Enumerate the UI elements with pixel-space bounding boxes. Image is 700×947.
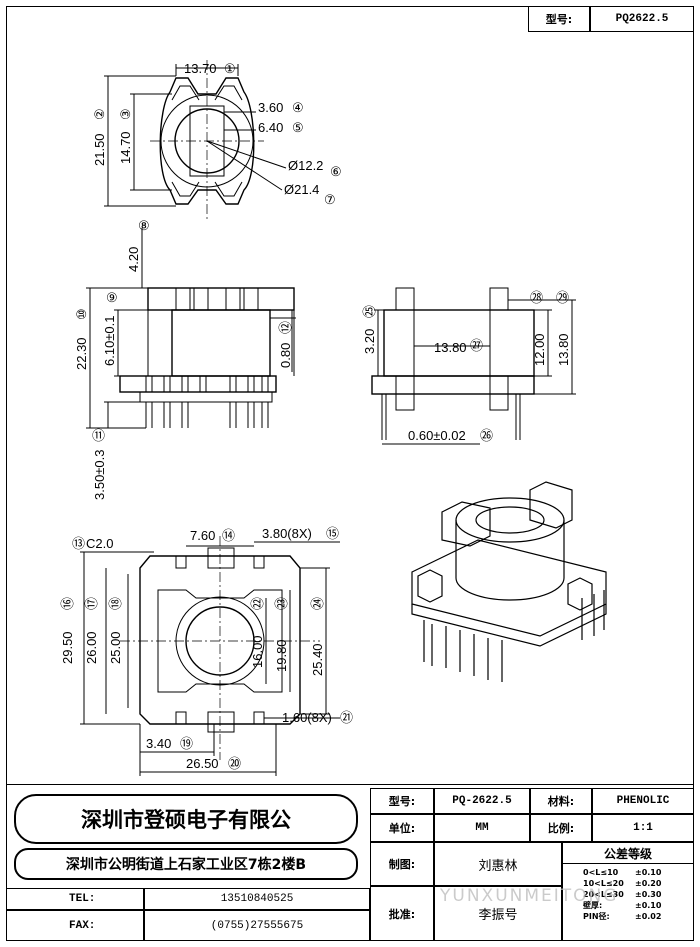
tb-scale-value: 1:1 (592, 814, 694, 842)
dim-side-inner: 13.80 (434, 340, 467, 355)
tel-label: TEL: (6, 888, 144, 910)
dim-front-htotal-n: ⑩ (74, 308, 89, 320)
tolerance-row: 20<L≤30±0.30 (583, 890, 662, 899)
dim-side-pin-n: ㉖ (480, 428, 493, 443)
dim-top-h-outer: 21.50 (92, 133, 107, 166)
bottom-view (80, 536, 340, 776)
engineering-drawing: 13.70 ① 21.50 ② 14.70 ③ 3.60 ④ 6.40 ⑤ Ø1… (60, 60, 607, 776)
dim-bot-h2: 26.00 (84, 631, 99, 664)
dim-bot-pitch: 3.80(8X) (262, 526, 312, 541)
dim-front-t: 0.80 (278, 343, 293, 368)
dim-bot-h3: 25.00 (108, 631, 123, 664)
dim-side-h1-n: ㉘ (530, 290, 543, 305)
dim-side-inner-n: ㉗ (470, 338, 483, 353)
tolerance-row: 0<L≤10±0.10 (583, 868, 662, 877)
dim-front-t-n: ⑫ (278, 321, 293, 334)
dim-top-h-outer-n: ② (92, 108, 107, 120)
dim-side-h2: 13.80 (556, 333, 571, 366)
top-view (104, 60, 287, 222)
dim-bot-chamfer-n: ⑬ (72, 536, 85, 551)
dim-bot-gap-n: ⑭ (222, 528, 235, 543)
dim-bot-pitch-n: ⑮ (326, 526, 339, 541)
dim-top-a: 3.60 (258, 100, 283, 115)
dim-bot-h4-n: ㉒ (250, 597, 265, 610)
tolerance-row: PIN径:±0.02 (583, 912, 662, 921)
dim-front-8: ⑧ (138, 218, 150, 233)
dim-front-pin: 3.50±0.3 (92, 449, 107, 500)
tb-drawn-label: 制图: (370, 842, 434, 886)
dim-bot-gap: 7.60 (190, 528, 215, 543)
tb-material-value: PHENOLIC (592, 788, 694, 814)
isometric-view (411, 481, 607, 682)
company-address: 深圳市公明街道上石家工业区7栋2楼B (14, 848, 358, 880)
dim-bot-h6-n: ㉔ (310, 597, 325, 610)
dim-bot-h5: 19.80 (274, 639, 289, 672)
dim-bot-h3-n: ⑱ (108, 597, 123, 610)
dim-side-pin: 0.60±0.02 (408, 428, 466, 443)
header-model-value: PQ2622.5 (590, 6, 694, 32)
dim-bot-h1-n: ⑯ (60, 597, 75, 610)
fax-label: FAX: (6, 910, 144, 941)
dim-bot-w-n: ⑳ (228, 756, 241, 771)
fax-value: (0755)27555675 (144, 910, 370, 941)
dim-front-9: ⑨ (106, 290, 118, 305)
title-block (6, 784, 694, 941)
tb-drawn-value: 刘惠林 (434, 842, 562, 886)
tb-approved-value: 李振号 (434, 886, 562, 941)
tb-scale-label: 比例: (530, 814, 592, 842)
dim-bot-chamfer: C2.0 (86, 536, 113, 551)
tb-approved-label: 批准: (370, 886, 434, 941)
tolerance-row: 10<L≤20±0.20 (583, 879, 662, 888)
tb-material-label: 材料: (530, 788, 592, 814)
watermark: YUNXUNMEITONG (440, 886, 619, 906)
tb-unit-label: 单位: (370, 814, 434, 842)
dim-top-d2: Ø21.4 (284, 182, 319, 197)
tolerance-title: 公差等级 (563, 843, 693, 864)
dim-bot-slot-n: ㉑ (340, 710, 353, 725)
dim-side-a-n: ㉕ (362, 305, 377, 318)
dim-side-h2-n: ㉙ (556, 290, 569, 305)
dim-side-h1: 12.00 (532, 333, 547, 366)
dim-top-b-n: ⑤ (292, 120, 304, 135)
dim-top-w: 13.70 (184, 61, 217, 76)
dim-bot-w: 26.50 (186, 756, 219, 771)
dim-top-a-n: ④ (292, 100, 304, 115)
dim-top-d1: Ø12.2 (288, 158, 323, 173)
dim-top-w-n: ① (224, 61, 236, 76)
dim-top-d1-n: ⑥ (330, 164, 342, 179)
dim-bot-off: 3.40 (146, 736, 171, 751)
dim-bot-off-n: ⑲ (180, 736, 193, 751)
dim-top-h-inner-n: ③ (118, 108, 133, 120)
dim-bot-slot: 1.60(8X) (282, 710, 332, 725)
side-view (371, 287, 576, 445)
tb-model-label: 型号: (370, 788, 434, 814)
tb-unit-value: MM (434, 814, 530, 842)
dim-bot-h1: 29.50 (60, 631, 75, 664)
dim-side-a: 3.20 (362, 329, 377, 354)
dim-top-b: 6.40 (258, 120, 283, 135)
dim-front-top: 4.20 (126, 247, 141, 272)
tolerance-box: 公差等级 0<L≤10±0.10 10<L≤20±0.20 20<L≤30±0.… (562, 842, 694, 941)
tolerance-list: 0<L≤10±0.10 10<L≤20±0.20 20<L≤30±0.30 壁厚… (563, 864, 693, 922)
dim-bot-h6: 25.40 (310, 643, 325, 676)
tb-model-value: PQ-2622.5 (434, 788, 530, 814)
dim-front-pin-n: ⑪ (92, 428, 105, 443)
dim-bot-h5-n: ㉓ (274, 597, 289, 610)
company-name: 深圳市登硕电子有限公 (14, 794, 358, 844)
front-view (86, 228, 296, 429)
dim-top-h-inner: 14.70 (118, 131, 133, 164)
dim-bot-h4: 16.00 (250, 635, 265, 668)
header-model-label: 型号: (528, 6, 590, 32)
dim-top-d2-n: ⑦ (324, 192, 336, 207)
dim-front-flange: 6.10±0.1 (102, 315, 117, 366)
tel-value: 13510840525 (144, 888, 370, 910)
dim-bot-h2-n: ⑰ (84, 597, 99, 610)
dim-front-htotal: 22.30 (74, 337, 89, 370)
tolerance-row: 壁厚:±0.10 (583, 901, 662, 910)
